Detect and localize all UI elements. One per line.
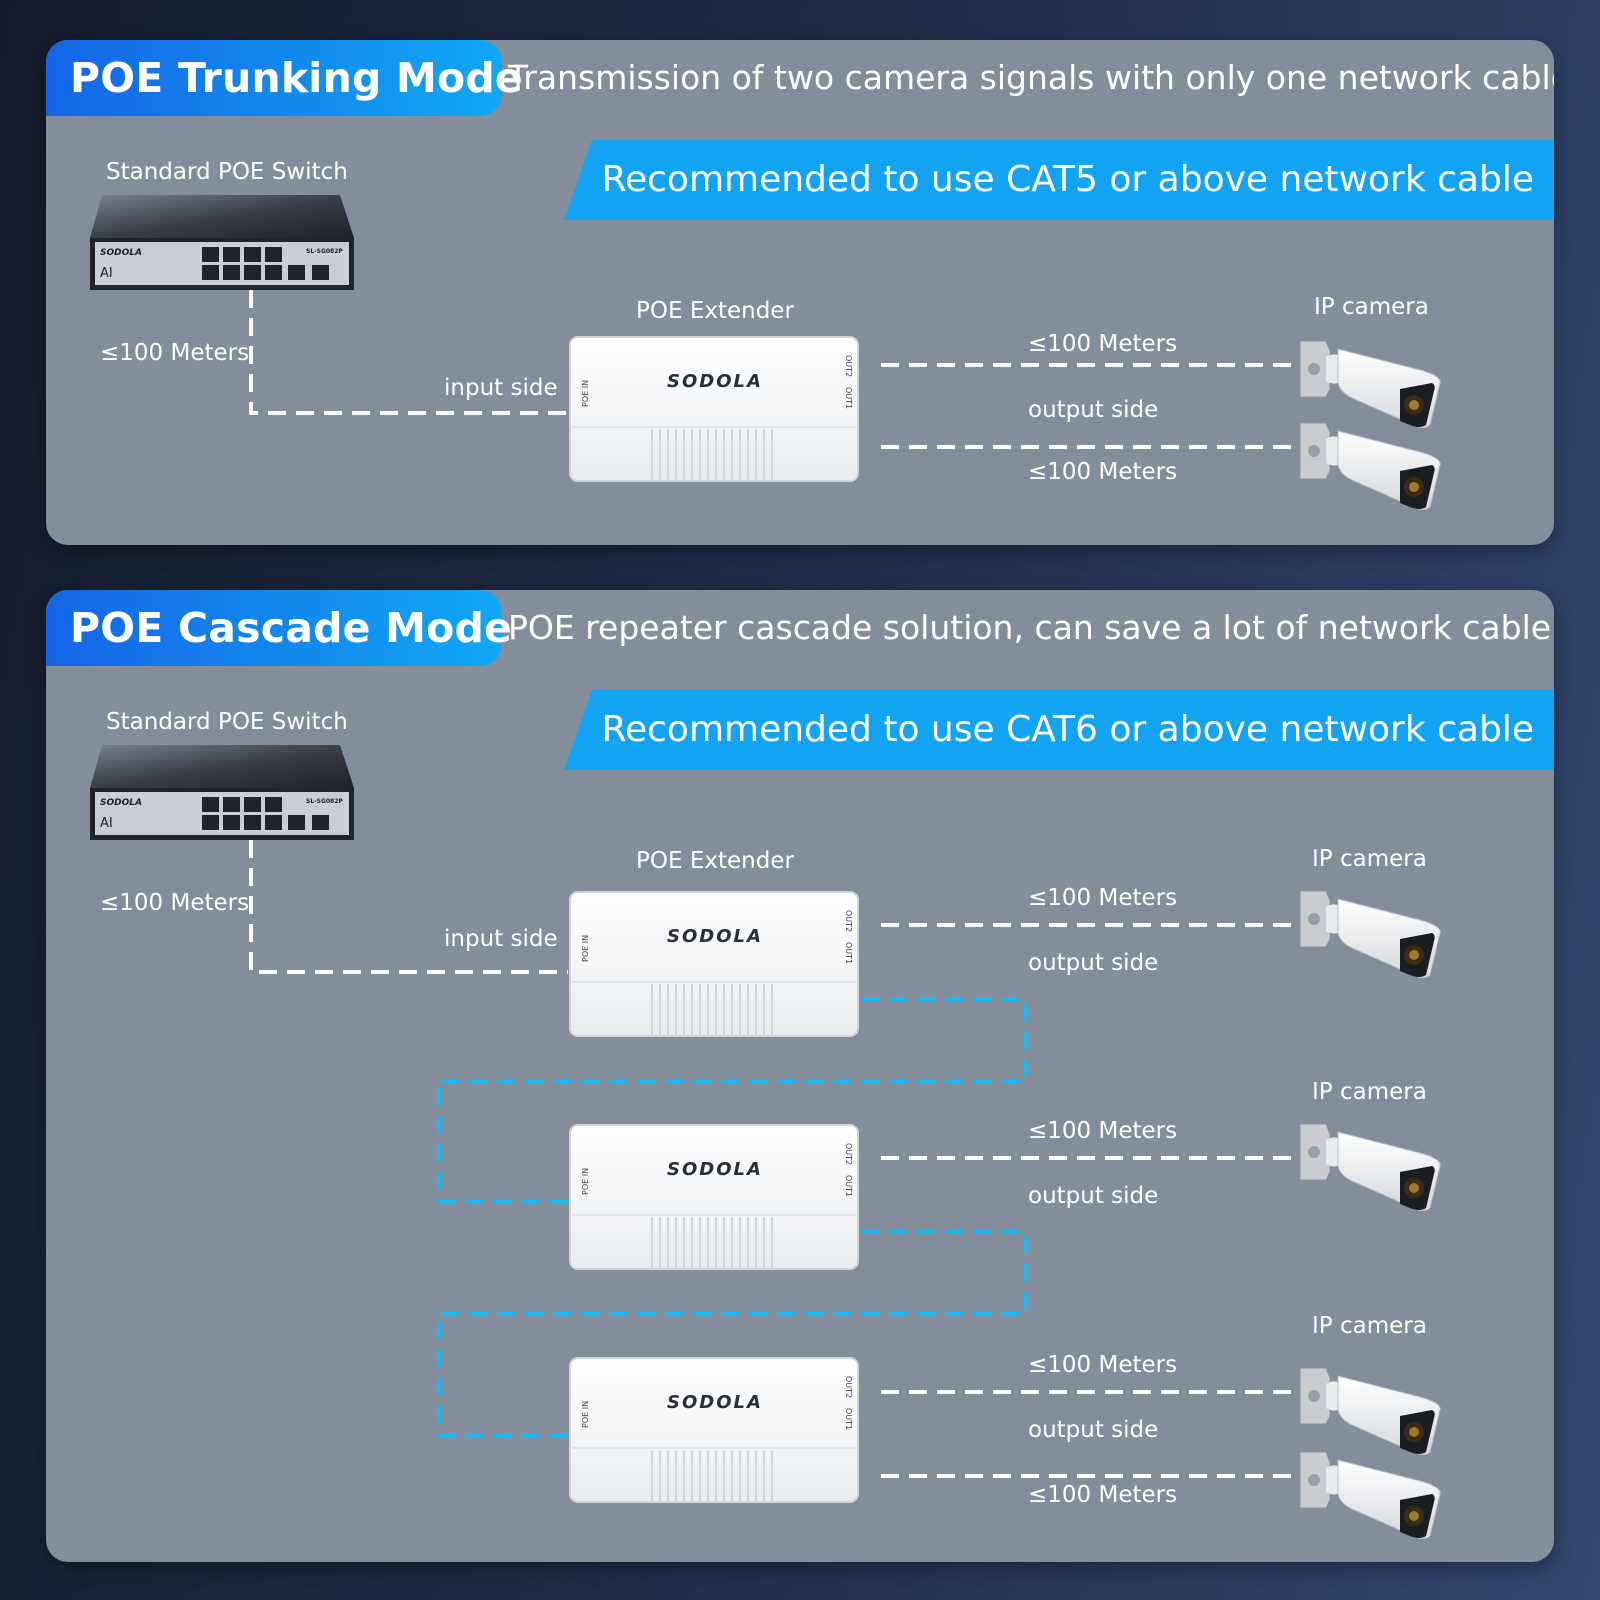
port-out1-text: OUT1 — [844, 1175, 853, 1197]
extender-brand-text: SODOLA — [667, 926, 763, 947]
trunking-mode-panel: POE Trunking Mode Transmission of two ca… — [46, 40, 1554, 545]
cascade-cable-recommendation: Recommended to use CAT6 or above network… — [564, 690, 1554, 770]
switch-label: Standard POE Switch — [106, 159, 348, 185]
port-in-text: POE IN — [581, 1168, 590, 1195]
port-out2-text: OUT2 — [844, 1143, 853, 1165]
cascade-mode-panel: POE Cascade Mode POE repeater cascade so… — [46, 590, 1554, 1562]
trunking-mode-subtitle: Transmission of two camera signals with … — [508, 58, 1554, 97]
stage1-distance-label: ≤100 Meters — [1028, 885, 1178, 911]
port-in-text: POE IN — [581, 380, 590, 407]
extender-brand-text: SODOLA — [667, 1159, 763, 1180]
cascade-mode-title: POE Cascade Mode — [46, 590, 512, 666]
cascade-cable-lines — [249, 840, 1296, 1478]
switch-to-extender-cable — [249, 290, 568, 415]
port-out2-text: OUT2 — [844, 910, 853, 932]
cascade-link-1 — [437, 997, 1028, 1203]
poe-extender-icon: SODOLA POE IN OUT2 OUT1 — [569, 1357, 859, 1503]
bullet-camera-icon — [1299, 1367, 1441, 1456]
extender-brand-text: SODOLA — [667, 371, 763, 392]
input-side-label: input side — [444, 375, 558, 401]
port-out1-text: OUT1 — [844, 942, 853, 964]
switch-model-text: SL-SG082P — [306, 798, 343, 805]
switch-brand-text: SODOLA — [100, 798, 142, 808]
port-in-text: POE IN — [581, 1401, 590, 1428]
stage3-output-side-label: output side — [1028, 1417, 1159, 1443]
extender-label: POE Extender — [636, 848, 794, 874]
stage3-camera-label: IP camera — [1312, 1313, 1427, 1339]
switch-model-text: SL-SG082P — [306, 248, 343, 255]
port-out2-text: OUT2 — [844, 355, 853, 377]
stage2-distance-label: ≤100 Meters — [1028, 1118, 1178, 1144]
cascade-mode-subtitle: POE repeater cascade solution, can save … — [508, 608, 1552, 647]
port-out1-text: OUT1 — [844, 1408, 853, 1430]
poe-extender-icon: SODOLA POE IN OUT2 OUT1 — [569, 336, 859, 482]
switch-distance-label: ≤100 Meters — [100, 890, 250, 916]
extender-brand-text: SODOLA — [667, 1392, 763, 1413]
switch-ai-text: AI — [100, 816, 113, 831]
port-out1-text: OUT1 — [844, 387, 853, 409]
bullet-camera-icon — [1299, 340, 1441, 429]
stage3-distance-top-label: ≤100 Meters — [1028, 1352, 1178, 1378]
switch-to-extender-cable — [249, 840, 568, 974]
out1-distance-label: ≤100 Meters — [1028, 459, 1178, 485]
poe-extender-icon: SODOLA POE IN OUT2 OUT1 — [569, 1124, 859, 1270]
stage2-camera-label: IP camera — [1312, 1079, 1427, 1105]
stage2-output-side-label: output side — [1028, 1183, 1159, 1209]
output-side-label: output side — [1028, 397, 1159, 423]
poe-switch-icon: SODOLA AI SL-SG082P — [90, 745, 354, 840]
bullet-camera-icon — [1299, 890, 1441, 979]
switch-distance-label: ≤100 Meters — [100, 340, 250, 366]
poe-extender-icon: SODOLA POE IN OUT2 OUT1 — [569, 891, 859, 1037]
out2-distance-label: ≤100 Meters — [1028, 331, 1178, 357]
trunking-mode-title: POE Trunking Mode — [46, 40, 523, 116]
input-side-label: input side — [444, 926, 558, 952]
poe-switch-icon: SODOLA AI SL-SG082P — [90, 195, 354, 290]
port-in-text: POE IN — [581, 935, 590, 962]
cascade-link-2 — [437, 1230, 1028, 1437]
bullet-camera-icon — [1299, 1123, 1441, 1212]
stage1-camera-label: IP camera — [1312, 846, 1427, 872]
bullet-camera-icon — [1299, 1451, 1441, 1540]
switch-label: Standard POE Switch — [106, 709, 348, 735]
switch-ai-text: AI — [100, 266, 113, 281]
switch-brand-text: SODOLA — [100, 248, 142, 258]
stage1-output-side-label: output side — [1028, 950, 1159, 976]
trunking-cable-recommendation: Recommended to use CAT5 or above network… — [564, 140, 1554, 220]
trunking-cable-lines — [249, 290, 1296, 449]
port-out2-text: OUT2 — [844, 1376, 853, 1398]
camera-label: IP camera — [1314, 294, 1429, 320]
stage3-distance-bottom-label: ≤100 Meters — [1028, 1482, 1178, 1508]
extender-label: POE Extender — [636, 298, 794, 324]
bullet-camera-icon — [1299, 422, 1441, 511]
